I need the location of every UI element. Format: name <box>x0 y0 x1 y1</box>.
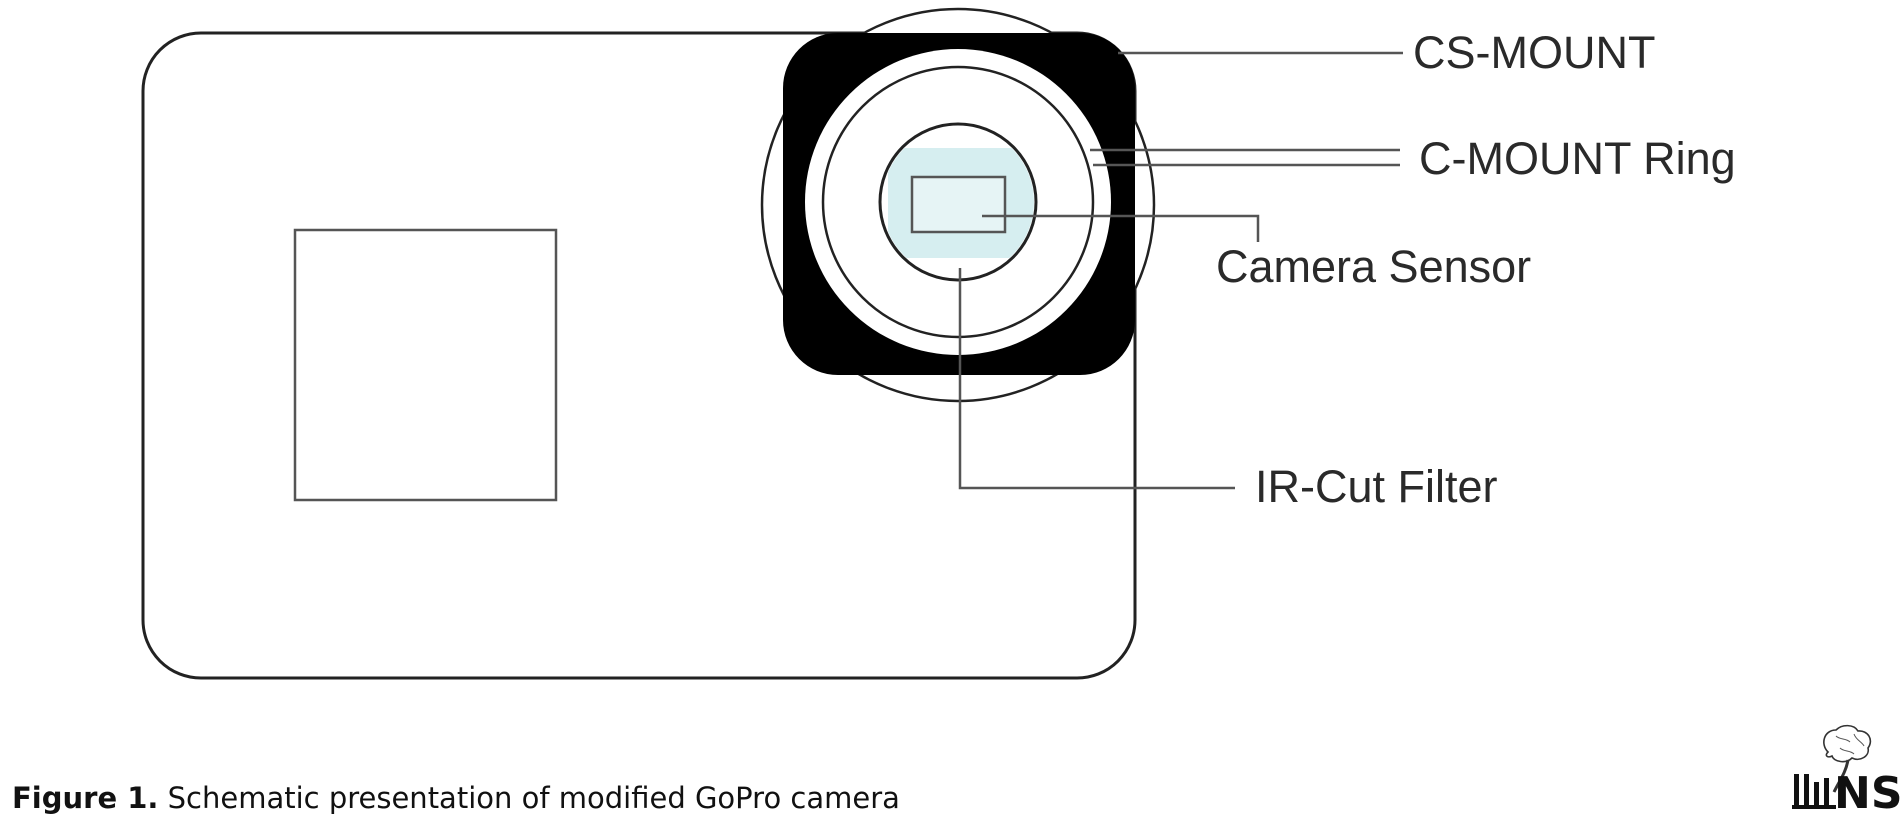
camera-sensor-label: Camera Sensor <box>1216 241 1531 292</box>
viewfinder-square <box>293 228 558 502</box>
figure-caption-text: Schematic presentation of modified GoPro… <box>158 781 900 815</box>
c-mount-ring-label: C-MOUNT Ring <box>1419 133 1736 184</box>
camera-schematic-diagram: CS-MOUNT C-MOUNT Ring Camera Sensor IR-C… <box>141 7 1736 680</box>
c-mount-ring-circle <box>821 65 1095 339</box>
logo-text: NS <box>1834 768 1900 812</box>
brain-spine-logo-icon: NS <box>1792 724 1900 812</box>
camera-body <box>141 31 1137 680</box>
camera-sensor-leader <box>982 214 1260 242</box>
ir-cut-filter-label: IR-Cut Filter <box>1255 461 1498 512</box>
cs-mount-label: CS-MOUNT <box>1413 27 1655 78</box>
figure-caption: Figure 1. Schematic presentation of modi… <box>12 781 900 815</box>
camera-sensor-rect <box>910 175 1007 234</box>
ir-cut-filter-leader <box>958 268 1235 490</box>
figure-label: Figure 1. <box>12 781 159 815</box>
